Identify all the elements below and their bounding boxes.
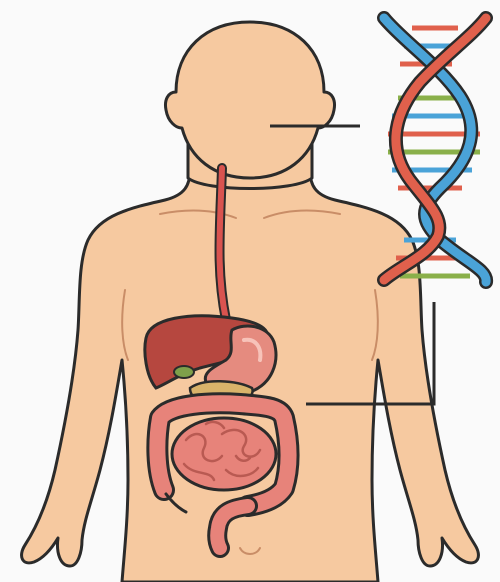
small-intestine — [172, 418, 276, 490]
gallbladder — [174, 366, 194, 378]
